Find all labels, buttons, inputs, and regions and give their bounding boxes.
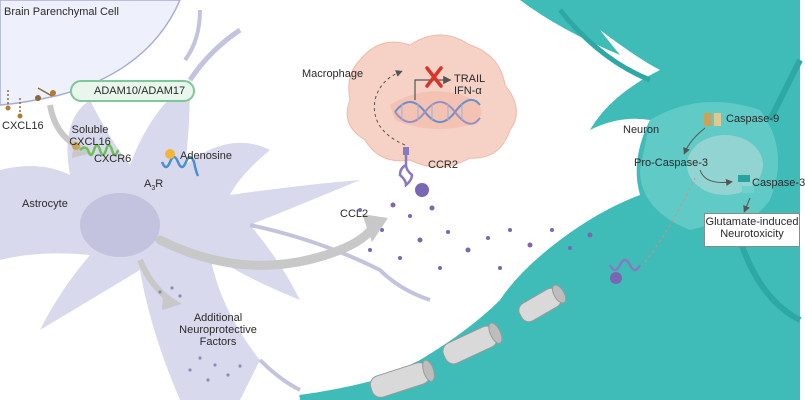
label-adam: ADAM10/ADAM17 (70, 80, 196, 102)
label-cxcr6: CXCR6 (94, 153, 132, 165)
ccl2-dots (358, 202, 593, 270)
caspase9-arrow (683, 127, 706, 155)
label-neuron: Neuron (623, 124, 660, 136)
macrophage-cell (346, 34, 517, 168)
label-soluble-line2: CXCL16 (69, 136, 111, 148)
ccr2-signal-arrow (373, 70, 406, 146)
label-a3r-tail: R (155, 178, 164, 190)
label-cxcl16: CXCL16 (2, 120, 44, 132)
label-additional-line3: Factors (199, 336, 237, 348)
neurotoxicity-arrow (743, 197, 751, 213)
label-trail: TRAIL (454, 73, 486, 85)
cxcr6-receptor (72, 142, 120, 157)
label-a3r: A3R (144, 178, 163, 195)
cxcl16-membrane (5, 90, 23, 119)
dna-helix (394, 98, 481, 125)
ccr2-receptor (398, 147, 429, 197)
label-ccl2: CCL2 (340, 208, 369, 220)
label-brain-cell: Brain Parenchymal Cell (4, 6, 119, 18)
a3r-receptor (160, 149, 200, 177)
caspase3-arrow (699, 169, 733, 186)
inhibition-line (644, 177, 696, 263)
label-caspase3: Caspase-3 (752, 177, 805, 189)
axon (299, 275, 603, 400)
label-a3r-base: A (144, 178, 152, 190)
label-caspase9: Caspase-9 (726, 113, 780, 125)
astrocyte-to-macrophage-arrowhead (362, 214, 388, 242)
label-pro-caspase3: Pro-Caspase-3 (634, 157, 708, 169)
caspase3-icon (738, 175, 754, 193)
label-adam-text: ADAM10/ADAM17 (94, 85, 186, 97)
inhibit-x-icon (425, 66, 443, 88)
label-ccr2: CCR2 (428, 159, 458, 171)
factor-dots (158, 286, 242, 382)
label-glutamate-line2: Neurotoxicity (720, 228, 784, 240)
label-a3r-sub: 3 (151, 185, 156, 193)
label-astrocyte: Astrocyte (22, 198, 68, 210)
caspase9-icon (704, 113, 721, 126)
label-soluble-line1: Soluble (71, 124, 109, 136)
label-ifn: IFN-α (454, 85, 482, 97)
label-soluble-cxcl16: Soluble CXCL16 (69, 124, 111, 148)
label-additional-line1: Additional (193, 312, 243, 324)
adam-enzyme (35, 87, 56, 101)
astrocyte-to-macrophage-arrow (155, 220, 380, 270)
label-adenosine: Adenosine (180, 150, 232, 162)
glutamate-box: Glutamate-induced Neurotoxicity (704, 213, 800, 247)
label-additional-factors: Additional Neuroprotective Factors (179, 312, 257, 348)
label-additional-line2: Neuroprotective (179, 324, 257, 336)
label-glutamate-line1: Glutamate-induced (705, 216, 799, 228)
neuron-receptor (608, 258, 642, 284)
astrocyte-cell (0, 9, 431, 400)
neuron-cell (330, 0, 803, 400)
label-macrophage: Macrophage (302, 68, 364, 80)
factors-arrowhead (162, 292, 182, 310)
